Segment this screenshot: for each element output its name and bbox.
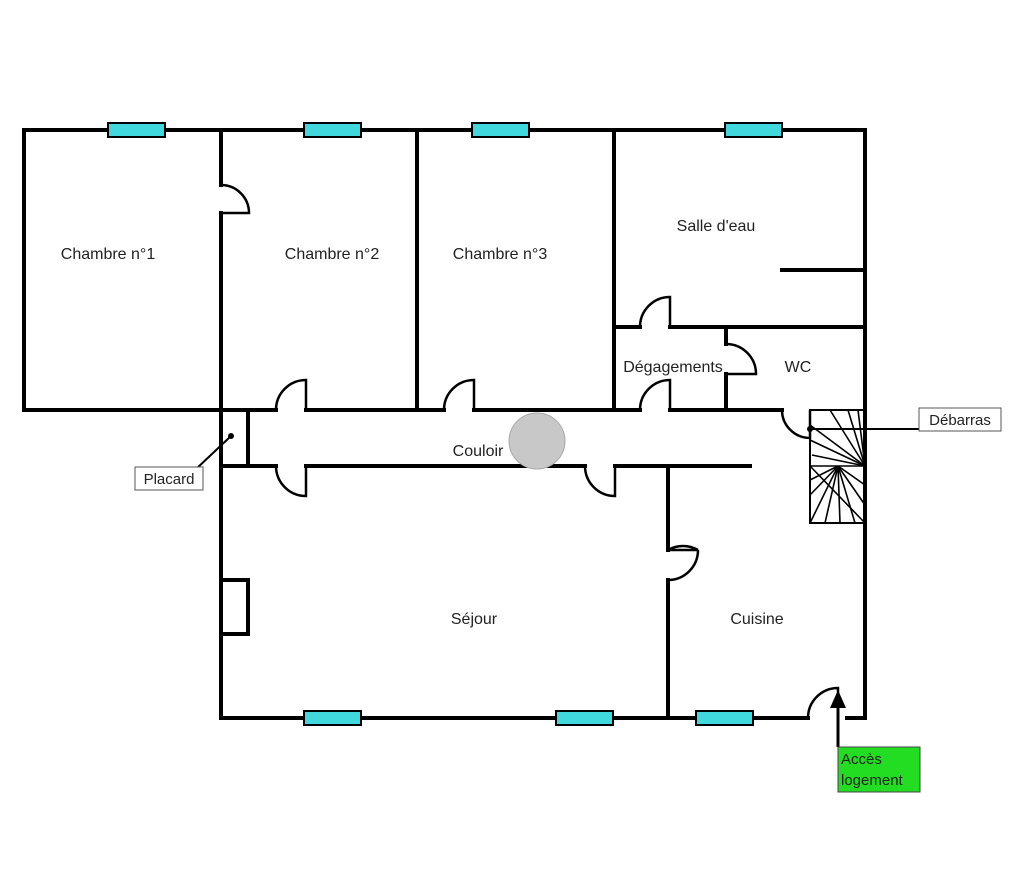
doors	[220, 183, 840, 719]
callout-acces-line1: Accès	[841, 751, 882, 768]
windows	[107, 122, 783, 726]
callout-acces: Accès logement	[830, 690, 921, 793]
room-label-chambre1: Chambre n°1	[61, 246, 156, 263]
window	[724, 122, 783, 138]
room-label-degagements: Dégagements	[623, 359, 723, 376]
room-label-salle-eau: Salle d'eau	[677, 218, 756, 235]
staircase	[809, 409, 866, 524]
window	[555, 710, 614, 726]
room-label-chambre3: Chambre n°3	[453, 246, 548, 263]
room-label-couloir: Couloir	[453, 443, 504, 460]
window	[303, 122, 362, 138]
entrance-arrow-icon	[830, 690, 846, 708]
window	[303, 710, 362, 726]
callout-placard: Placard	[134, 433, 234, 491]
room-label-chambre2: Chambre n°2	[285, 246, 380, 263]
room-label-cuisine: Cuisine	[730, 611, 783, 628]
callout-placard-label: Placard	[144, 471, 195, 488]
window	[695, 710, 754, 726]
window	[471, 122, 530, 138]
callout-debarras: Débarras	[807, 407, 1002, 432]
room-label-sejour: Séjour	[451, 611, 498, 628]
callout-debarras-label: Débarras	[929, 412, 991, 429]
room-label-wc: WC	[785, 359, 812, 376]
callout-acces-line2: logement	[841, 772, 904, 789]
window	[107, 122, 166, 138]
corridor-marker	[508, 412, 566, 470]
